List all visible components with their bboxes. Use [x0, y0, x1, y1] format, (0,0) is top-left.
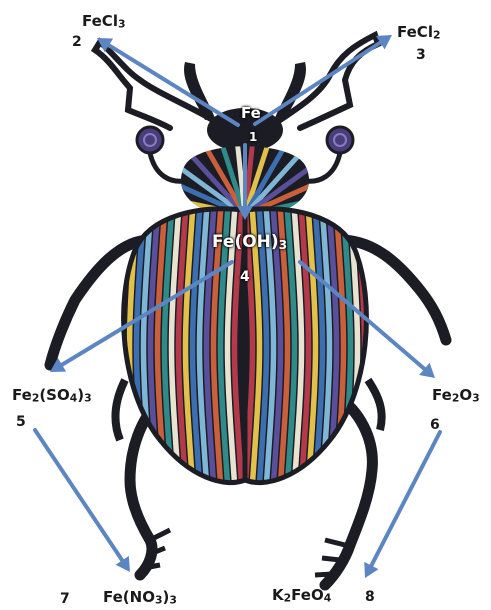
formula-part: Fe(NO: [103, 588, 155, 606]
number-1: 1: [249, 131, 257, 143]
formula-part: 3: [472, 392, 480, 405]
formula-feoh3: Fe(OH)3: [212, 234, 287, 251]
formula-part: 3: [279, 238, 288, 252]
number-8: 8: [365, 590, 375, 604]
arrow-fe-to-fecl2: [255, 35, 392, 124]
formula-part: FeCl: [397, 23, 433, 41]
formula-part: 4: [324, 592, 332, 605]
formula-part: FeCl: [82, 12, 118, 30]
formula-fecl2: FeCl2: [397, 25, 440, 41]
formula-feno33: Fe(NO3)3: [103, 590, 177, 606]
formula-part: FeO: [291, 586, 324, 604]
formula-fe: Fe: [241, 106, 261, 121]
formula-part: 2: [433, 29, 441, 42]
number-5: 5: [16, 415, 26, 429]
formula-part: K: [272, 586, 284, 604]
arrow-fe-to-fecl3: [97, 38, 238, 125]
formula-part: Fe(OH): [212, 232, 279, 252]
formula-fe2o3: Fe2O3: [432, 388, 480, 404]
number-7: 7: [60, 592, 70, 606]
formula-part: O: [459, 386, 472, 404]
antenna-swirl-right: [327, 127, 353, 153]
formula-part: Fe: [241, 104, 261, 122]
number-3: 3: [416, 48, 426, 62]
formula-part: Fe: [12, 386, 32, 404]
antenna-swirl-left: [137, 127, 163, 153]
formula-part: 3: [118, 18, 126, 31]
formula-k2feo4: K2FeO4: [272, 588, 331, 604]
arrow-fe2so43-to-feno33: [35, 430, 130, 572]
formula-part: 2: [284, 592, 292, 605]
number-4: 4: [240, 270, 250, 284]
number-2: 2: [72, 35, 82, 49]
formula-part: 3: [155, 594, 163, 607]
formula-part: (SO: [39, 386, 69, 404]
formula-fecl3: FeCl3: [82, 14, 125, 30]
number-6: 6: [430, 418, 440, 432]
formula-part: Fe: [432, 386, 452, 404]
formula-part: 3: [169, 594, 177, 607]
formula-fe2so43: Fe2(SO4)3: [12, 388, 92, 404]
formula-part: 3: [84, 392, 92, 405]
